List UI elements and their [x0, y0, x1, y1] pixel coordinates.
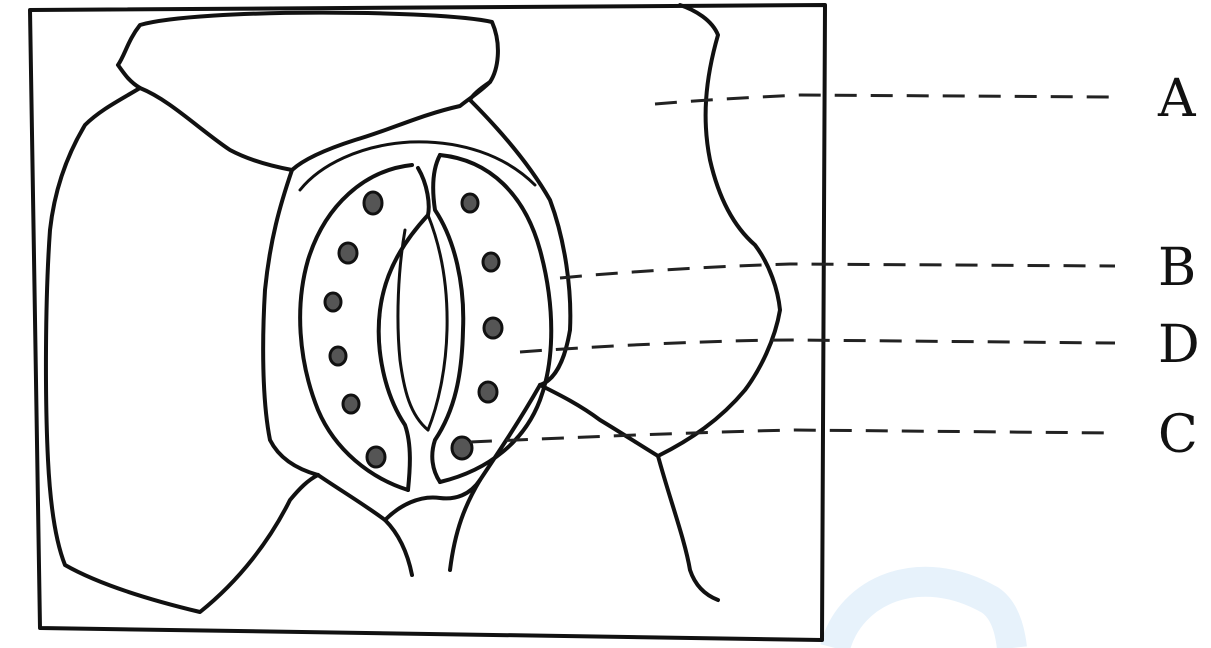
epidermal-cell-walls [46, 5, 780, 612]
guard-cells [300, 142, 551, 490]
leader-line-b [560, 264, 1115, 278]
leader-line-a [655, 95, 1115, 104]
label-c: C [1158, 405, 1198, 465]
watermark-arc [835, 582, 1012, 648]
chloroplasts-right [452, 194, 502, 459]
chloroplasts-left [325, 192, 385, 467]
leader-line-c [470, 430, 1115, 442]
label-a: A [1157, 69, 1197, 129]
leader-line-d [520, 340, 1115, 352]
label-d: D [1158, 315, 1200, 375]
label-b: B [1158, 238, 1196, 298]
